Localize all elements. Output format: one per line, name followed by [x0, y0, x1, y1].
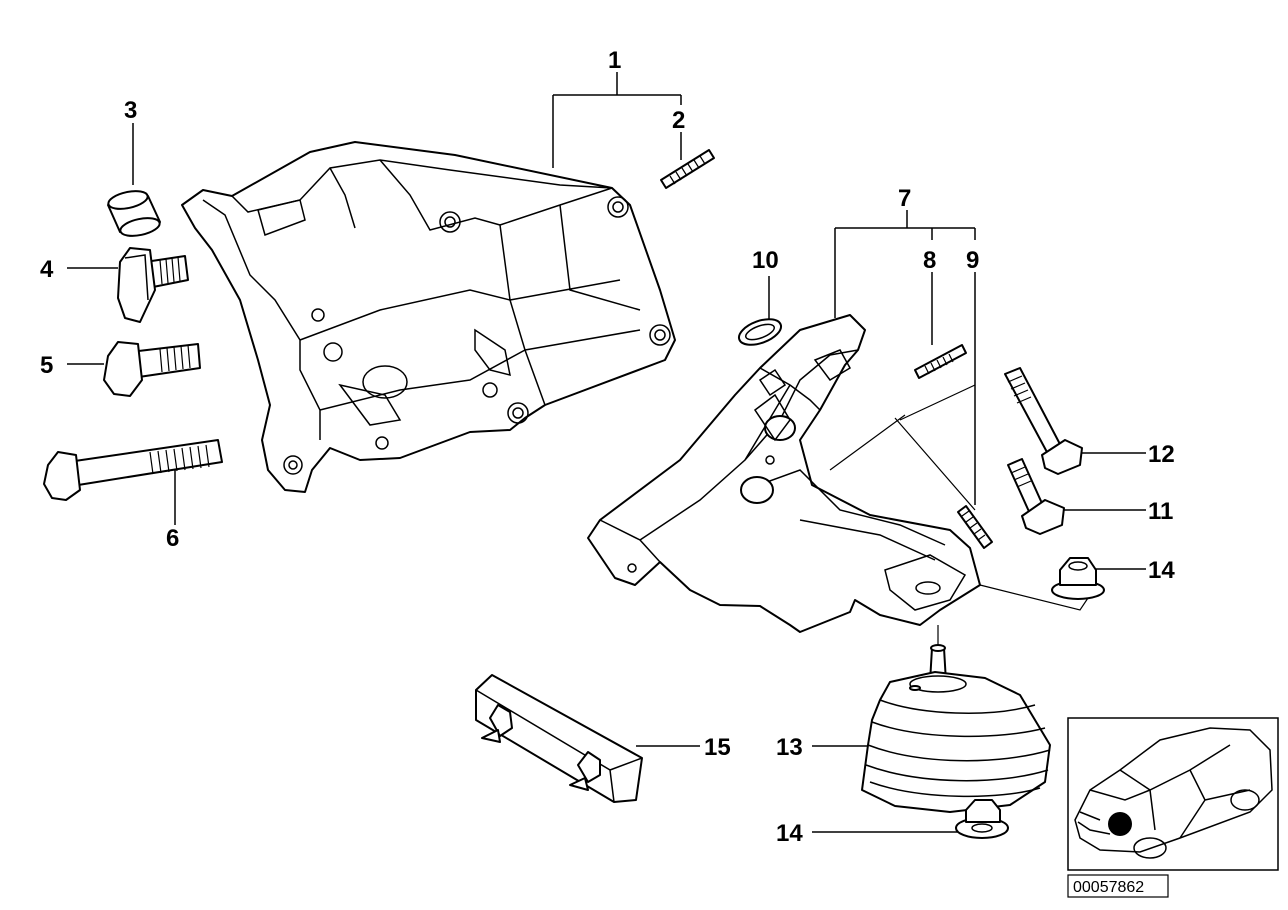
stud-part-8	[914, 344, 967, 379]
vehicle-location-inset	[1067, 717, 1279, 871]
bolt-part-4	[117, 247, 189, 323]
inset-frame	[1067, 717, 1279, 871]
callout-9: 9	[966, 247, 979, 274]
car-outline-icon	[1074, 727, 1273, 859]
callout-6: 6	[166, 525, 179, 552]
stud-part-2	[660, 149, 715, 189]
callout-14-top: 14	[1148, 557, 1175, 584]
callout-11: 11	[1148, 498, 1173, 525]
bolt-part-11	[1007, 458, 1065, 535]
sleeve-part-3	[107, 190, 161, 237]
callout-5: 5	[40, 352, 53, 379]
engine-mount-part-13	[861, 644, 1051, 813]
bolt-part-12	[1004, 367, 1083, 475]
mount-bracket-part-7	[587, 314, 981, 633]
callout-13: 13	[776, 734, 803, 761]
buffer-part-15	[475, 674, 643, 803]
diagram-ref-number: 00057862	[1073, 879, 1144, 896]
bolt-part-6	[43, 439, 223, 501]
engine-bracket-part-1	[181, 141, 676, 493]
nut-part-14-top	[1051, 557, 1105, 600]
location-marker	[1108, 812, 1132, 836]
nut-part-14-bottom	[955, 799, 1009, 839]
leader-lines	[67, 72, 1146, 833]
callout-8: 8	[923, 247, 936, 274]
callout-12: 12	[1148, 441, 1175, 468]
stud-part-9	[957, 505, 993, 549]
bolt-part-5	[103, 341, 201, 397]
callout-15: 15	[704, 734, 731, 761]
callout-7: 7	[898, 185, 911, 212]
callout-10: 10	[752, 247, 779, 274]
washer-part-10	[737, 318, 783, 346]
callout-2: 2	[672, 107, 685, 134]
callout-3: 3	[124, 97, 137, 124]
callout-14-bottom: 14	[776, 820, 803, 847]
diagram-reference: 00057862	[1067, 874, 1169, 898]
callout-1: 1	[608, 47, 621, 74]
callout-4: 4	[40, 256, 54, 283]
callout-labels: 1 2 3 4 5 6 7 8 9 10 11 12 13 14 14 15	[40, 47, 1175, 847]
